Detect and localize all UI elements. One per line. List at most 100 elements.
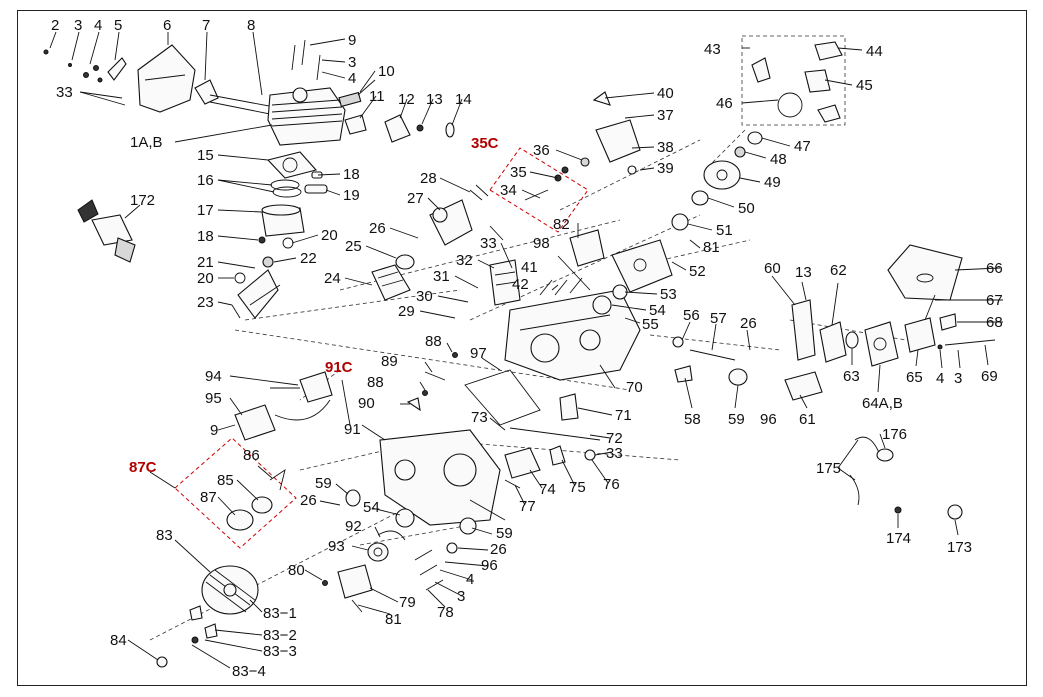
assembly-guide-lines xyxy=(149,129,936,641)
label-50: 50 xyxy=(738,200,755,217)
label-24: 24 xyxy=(324,270,341,287)
label-26c: 26 xyxy=(300,492,317,509)
label-59b: 59 xyxy=(315,475,332,492)
label-6: 6 xyxy=(163,17,171,34)
label-56: 56 xyxy=(683,307,700,324)
label-91c: 91C xyxy=(325,359,353,376)
label-47: 47 xyxy=(794,138,811,155)
label-96: 96 xyxy=(760,411,777,428)
label-87: 87 xyxy=(200,489,217,506)
label-71: 71 xyxy=(615,407,632,424)
parts-34-35 xyxy=(524,166,569,201)
label-48: 48 xyxy=(770,151,787,168)
base-gasket xyxy=(266,151,318,179)
rod-72 xyxy=(509,427,601,441)
plate-61 xyxy=(784,371,823,401)
label-64ab: 64A,B xyxy=(862,395,903,412)
bar-bolt xyxy=(672,336,736,361)
label-23: 23 xyxy=(197,294,214,311)
label-35c: 35C xyxy=(471,135,499,152)
label-17: 17 xyxy=(197,202,214,219)
springs xyxy=(539,277,583,296)
gasket-62 xyxy=(819,321,847,363)
label-175: 175 xyxy=(816,460,841,477)
sprocket xyxy=(691,131,763,206)
part-59 xyxy=(728,368,748,386)
handle-parts xyxy=(504,445,596,489)
label-12: 12 xyxy=(398,91,415,108)
label-4b: 4 xyxy=(348,70,356,87)
bracket-32 xyxy=(489,259,521,306)
label-57: 57 xyxy=(710,310,727,327)
label-29: 29 xyxy=(398,303,415,320)
label-54: 54 xyxy=(649,302,666,319)
plate-98 xyxy=(569,229,605,267)
label-75: 75 xyxy=(569,479,586,496)
callout-labels: 2 3 4 5 6 7 8 9 3 4 10 11 12 13 14 33 1A… xyxy=(51,17,1003,680)
label-174: 174 xyxy=(886,530,911,547)
label-83-3: 83−3 xyxy=(263,643,297,660)
label-81: 81 xyxy=(703,239,720,256)
label-19: 19 xyxy=(343,187,360,204)
piston xyxy=(261,204,305,237)
label-3: 3 xyxy=(74,17,82,34)
label-84: 84 xyxy=(110,632,127,649)
label-91: 91 xyxy=(344,421,361,438)
label-44: 44 xyxy=(866,43,883,60)
part-71 xyxy=(559,393,579,421)
label-67: 67 xyxy=(986,292,1003,309)
screws-69 xyxy=(937,339,996,350)
label-37: 37 xyxy=(657,107,674,124)
label-33c: 33 xyxy=(606,445,623,462)
label-70: 70 xyxy=(626,379,643,396)
label-83-1: 83−1 xyxy=(263,605,297,622)
label-53: 53 xyxy=(660,286,677,303)
label-5: 5 xyxy=(114,17,122,34)
label-172: 172 xyxy=(130,192,155,209)
gasket-70 xyxy=(464,369,541,426)
part-68 xyxy=(939,313,957,331)
label-72: 72 xyxy=(606,430,623,447)
label-93: 93 xyxy=(328,538,345,555)
fuel-line-parts xyxy=(849,436,963,520)
label-69: 69 xyxy=(981,368,998,385)
label-76: 76 xyxy=(603,476,620,493)
label-33b: 33 xyxy=(480,235,497,252)
label-26b: 26 xyxy=(740,315,757,332)
label-3d: 3 xyxy=(457,588,465,605)
label-8: 8 xyxy=(247,17,255,34)
label-14: 14 xyxy=(455,91,472,108)
flywheel xyxy=(201,565,259,615)
nut-84 xyxy=(156,656,168,668)
label-89: 89 xyxy=(381,353,398,370)
label-4d: 4 xyxy=(466,571,474,588)
label-3c: 3 xyxy=(954,370,962,387)
label-26d: 26 xyxy=(490,541,507,558)
label-49: 49 xyxy=(764,174,781,191)
seal-25 xyxy=(395,254,415,270)
piston-rings xyxy=(270,179,302,198)
label-88: 88 xyxy=(425,333,442,350)
label-1ab: 1A,B xyxy=(130,134,163,151)
label-90: 90 xyxy=(358,395,375,412)
label-52: 52 xyxy=(689,263,706,280)
group-box-43 xyxy=(741,35,846,126)
label-15: 15 xyxy=(197,147,214,164)
label-3b: 3 xyxy=(348,54,356,71)
intake-boot xyxy=(371,264,411,301)
label-28: 28 xyxy=(420,170,437,187)
flywheel-parts xyxy=(189,605,218,644)
label-55: 55 xyxy=(642,316,659,333)
label-86: 86 xyxy=(243,447,260,464)
label-46: 46 xyxy=(716,95,733,112)
label-36: 36 xyxy=(533,142,550,159)
label-32: 32 xyxy=(456,252,473,269)
label-98: 98 xyxy=(533,235,550,252)
label-10: 10 xyxy=(378,63,395,80)
label-9: 9 xyxy=(348,32,356,49)
spark-plug xyxy=(338,79,376,108)
oil-pump-52 xyxy=(611,239,673,293)
label-62: 62 xyxy=(830,262,847,279)
label-4c: 4 xyxy=(936,370,944,387)
label-42: 42 xyxy=(512,276,529,293)
